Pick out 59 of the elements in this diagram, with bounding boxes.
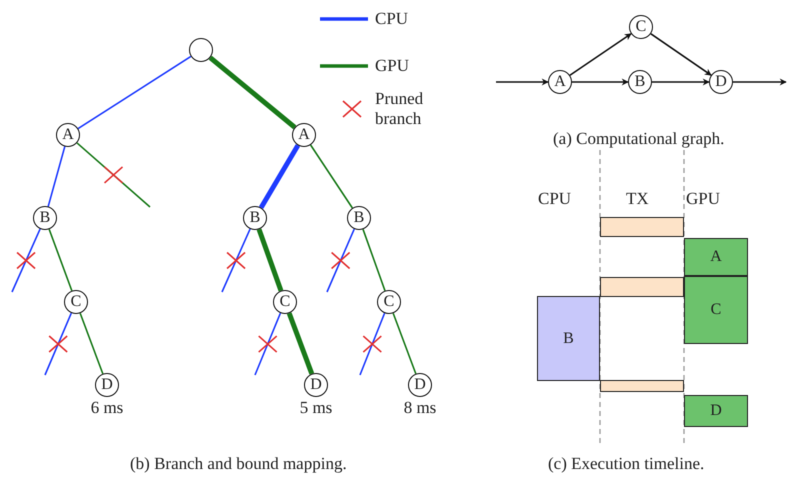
transfer-bar — [600, 217, 684, 237]
pruned-branch-line — [11, 228, 41, 292]
tree-branch-line — [47, 146, 66, 207]
pruned-branch-line — [44, 312, 72, 376]
tree-branch-line — [79, 312, 104, 374]
tree-branch-line — [362, 229, 386, 291]
pruned-branch-line — [76, 142, 151, 208]
graph-node: A — [292, 123, 316, 147]
graph-node: D — [304, 373, 328, 397]
pruned-branch-line — [359, 312, 386, 376]
arrow — [496, 78, 549, 86]
latency-label: 6 ms — [90, 399, 124, 416]
arrow — [733, 78, 787, 86]
graph-node: A — [548, 70, 572, 94]
arrow — [650, 33, 712, 76]
graph-node: D — [709, 70, 733, 94]
tree-branch-line — [310, 144, 354, 208]
tree-branch-line — [286, 312, 314, 375]
figure-caption: (b) Branch and bound mapping. — [130, 455, 347, 472]
graph-node: D — [408, 373, 432, 397]
graph-node: D — [95, 373, 119, 397]
lane-header: CPU — [538, 190, 572, 207]
arrow — [572, 78, 629, 86]
pruned-branch-line — [221, 228, 251, 292]
graph-node: C — [377, 290, 401, 314]
tree-branch-line — [208, 56, 296, 130]
legend-label: GPU — [375, 57, 410, 74]
legend-label: Pruned branch — [375, 89, 424, 128]
tree-branch-line — [258, 144, 300, 209]
task-block: D — [684, 395, 748, 427]
graph-node: B — [33, 206, 57, 230]
latency-label: 5 ms — [298, 399, 334, 416]
graph-node: C — [64, 290, 88, 314]
lane-header: GPU — [686, 190, 720, 207]
latency-label: 8 ms — [402, 399, 438, 416]
graph-node: B — [347, 206, 371, 230]
graph-node: C — [629, 15, 653, 39]
graph-node: A — [56, 123, 80, 147]
tree-node-circle — [189, 38, 213, 62]
transfer-bar — [600, 277, 684, 297]
task-block: A — [684, 238, 748, 276]
transfer-bar — [600, 380, 684, 392]
tree-branch-line — [48, 228, 73, 292]
arrow — [652, 78, 710, 86]
task-block: B — [537, 296, 600, 381]
graph-node: B — [628, 70, 652, 94]
graph-node: C — [273, 290, 297, 314]
tree-branch-line — [78, 56, 192, 130]
arrow — [569, 33, 632, 76]
tree-branch-line — [392, 312, 417, 374]
lane-header: TX — [626, 190, 649, 207]
task-block: C — [684, 276, 748, 344]
figure-caption: (c) Execution timeline. — [548, 455, 704, 472]
pruned-branch-line — [326, 228, 355, 292]
pruned-branch-line — [254, 312, 282, 376]
graph-node: B — [243, 206, 267, 230]
legend-label: CPU — [375, 10, 408, 27]
tree-branch-line — [256, 228, 284, 292]
graph-caption: (a) Computational graph. — [553, 130, 724, 147]
